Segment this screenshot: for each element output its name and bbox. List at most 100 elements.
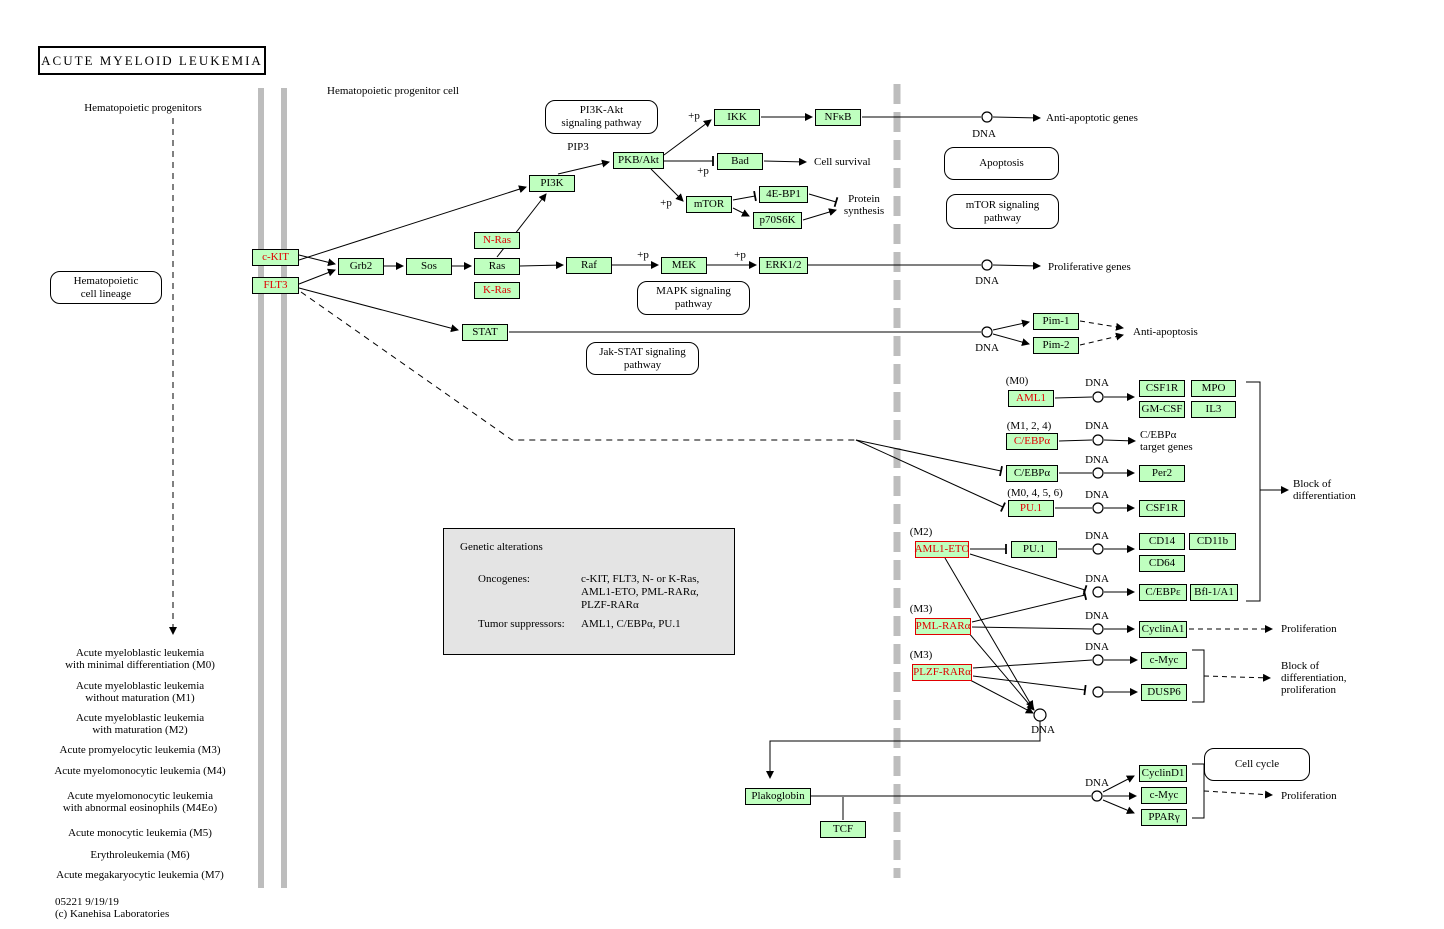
gene-k-ras[interactable]: K-Ras xyxy=(474,282,520,299)
gene-cd14[interactable]: CD14 xyxy=(1139,533,1185,550)
gene-cebpa[interactable]: C/EBPα xyxy=(1006,465,1058,482)
gene-cebpa-mut[interactable]: C/EBPα xyxy=(1006,433,1058,450)
gene-pi3k[interactable]: PI3K xyxy=(529,175,575,192)
label-proliferative-genes: Proliferative genes xyxy=(1048,260,1131,273)
leukemia-m3: Acute promyelocytic leukemia (M3) xyxy=(59,743,221,756)
gene-mpo[interactable]: MPO xyxy=(1191,380,1236,397)
oncogenes-label: Oncogenes: xyxy=(478,573,530,585)
gene-ikk[interactable]: IKK xyxy=(714,109,760,126)
gene-c-kit[interactable]: c-KIT xyxy=(252,249,299,266)
leukemia-m6: Erythroleukemia (M6) xyxy=(90,848,190,861)
leukemia-m0: Acute myeloblastic leukemia with minimal… xyxy=(65,646,215,671)
gene-csf1r[interactable]: CSF1R xyxy=(1139,380,1185,397)
label-dna-big: DNA xyxy=(1031,723,1055,736)
edge-lines xyxy=(169,113,1289,820)
label-proliferation-bottom: Proliferation xyxy=(1281,789,1337,802)
pathway-mtor[interactable]: mTOR signaling pathway xyxy=(946,194,1059,229)
gene-cd11b[interactable]: CD11b xyxy=(1189,533,1236,550)
gene-pu1-2[interactable]: PU.1 xyxy=(1011,541,1057,558)
label-progenitor-cell: Hematopoietic progenitor cell xyxy=(327,84,459,97)
leukemia-m4: Acute myelomonocytic leukemia (M4) xyxy=(54,764,226,777)
gene-raf[interactable]: Raf xyxy=(566,257,612,274)
label-m0: (M0) xyxy=(1005,374,1029,387)
tumor-suppressors-label: Tumor suppressors: xyxy=(478,618,565,630)
label-protein-synthesis: Protein synthesis xyxy=(843,192,885,217)
gene-nfkb[interactable]: NFκB xyxy=(815,109,861,126)
leukemia-m2: Acute myeloblastic leukemia with maturat… xyxy=(75,711,205,736)
copyright: (c) Kanehisa Laboratories xyxy=(55,908,170,920)
gene-cyclind1[interactable]: CyclinD1 xyxy=(1139,765,1187,782)
label-plus-p-bad: +p xyxy=(697,164,709,177)
pathway-apoptosis[interactable]: Apoptosis xyxy=(944,147,1059,180)
label-anti-apoptotic-genes: Anti-apoptotic genes xyxy=(1046,111,1138,124)
gene-sos[interactable]: Sos xyxy=(406,258,452,275)
label-dna-cebpa-mut: DNA xyxy=(1085,419,1109,432)
label-proliferation-cyclina1: Proliferation xyxy=(1281,622,1337,635)
gene-il3[interactable]: IL3 xyxy=(1191,401,1236,418)
pathway-jak-stat[interactable]: Jak-STAT signaling pathway xyxy=(586,342,699,375)
gene-erk12[interactable]: ERK1/2 xyxy=(759,257,808,274)
gene-4e-bp1[interactable]: 4E-BP1 xyxy=(759,186,808,203)
gene-c-myc-2[interactable]: c-Myc xyxy=(1141,787,1187,804)
gene-bad[interactable]: Bad xyxy=(717,153,763,170)
gene-mek[interactable]: MEK xyxy=(661,257,707,274)
label-dna-pu1: DNA xyxy=(1085,529,1109,542)
map-id: 05221 9/19/19 xyxy=(55,896,119,908)
cell-membrane xyxy=(258,88,287,888)
label-dna-cebpa: DNA xyxy=(1085,453,1109,466)
gene-pkb-akt[interactable]: PKB/Akt xyxy=(613,152,664,169)
gene-stat[interactable]: STAT xyxy=(462,324,508,341)
gene-c-myc[interactable]: c-Myc xyxy=(1141,652,1187,669)
label-dna-pu1-mut: DNA xyxy=(1085,488,1109,501)
label-block-of-differentiation: Block of differentiation xyxy=(1293,477,1356,502)
label-dna-erk: DNA xyxy=(975,274,999,287)
label-hematopoietic-progenitors: Hematopoietic progenitors xyxy=(84,101,202,114)
label-dna-cmyc: DNA xyxy=(1085,640,1109,653)
label-plus-p-mtor: +p xyxy=(660,196,672,209)
pathway-hematopoietic-lineage[interactable]: Hematopoietic cell lineage xyxy=(50,271,162,304)
gene-plakoglobin[interactable]: Plakoglobin xyxy=(745,788,811,805)
gene-flt3[interactable]: FLT3 xyxy=(252,277,299,294)
gene-tcf[interactable]: TCF xyxy=(820,821,866,838)
gene-cebpe[interactable]: C/EBPε xyxy=(1139,584,1187,601)
gene-pml-rara[interactable]: PML-RARα xyxy=(915,618,971,635)
gene-mtor[interactable]: mTOR xyxy=(686,196,732,213)
pathway-cell-cycle[interactable]: Cell cycle xyxy=(1204,748,1310,781)
gene-pim-2[interactable]: Pim-2 xyxy=(1033,337,1079,354)
gene-cd64[interactable]: CD64 xyxy=(1139,555,1185,572)
gene-gm-csf[interactable]: GM-CSF xyxy=(1139,401,1185,418)
gene-bfl1-a1[interactable]: Bfl-1/A1 xyxy=(1190,584,1238,601)
genetic-alterations-heading: Genetic alterations xyxy=(460,541,543,553)
gene-grb2[interactable]: Grb2 xyxy=(338,258,384,275)
tumor-suppressors-list: AML1, C/EBPα, PU.1 xyxy=(581,618,681,630)
pathway-title-box: ACUTE MYELOID LEUKEMIA xyxy=(38,46,266,75)
pathway-mapk[interactable]: MAPK signaling pathway xyxy=(637,281,750,315)
gene-pu1-mut[interactable]: PU.1 xyxy=(1008,500,1054,517)
label-cebpa-target-genes: C/EBPα target genes xyxy=(1140,428,1193,453)
gene-aml1-eto[interactable]: AML1-ETO xyxy=(915,541,969,558)
label-m0456: (M0, 4, 5, 6) xyxy=(1007,486,1063,499)
gene-dusp6[interactable]: DUSP6 xyxy=(1141,684,1187,701)
gene-per2[interactable]: Per2 xyxy=(1139,465,1185,482)
pathway-pi3k-akt[interactable]: PI3K-Akt signaling pathway xyxy=(545,100,658,134)
gene-csf1r-2[interactable]: CSF1R xyxy=(1139,500,1185,517)
gene-plzf-rara[interactable]: PLZF-RARα xyxy=(912,664,972,681)
gene-p70s6k[interactable]: p70S6K xyxy=(753,212,802,229)
gene-aml1[interactable]: AML1 xyxy=(1008,390,1054,407)
gene-pparg[interactable]: PPARγ xyxy=(1141,809,1187,826)
label-pip3: PIP3 xyxy=(567,140,589,153)
gene-pim-1[interactable]: Pim-1 xyxy=(1033,313,1079,330)
gene-cyclina1[interactable]: CyclinA1 xyxy=(1139,621,1187,638)
label-dna-bottom: DNA xyxy=(1085,776,1109,789)
label-block-diff-proliferation: Block of differentiation, proliferation xyxy=(1281,659,1347,697)
label-anti-apoptosis: Anti-apoptosis xyxy=(1133,325,1198,338)
label-dna-stat: DNA xyxy=(975,341,999,354)
label-dna-aml1: DNA xyxy=(1085,376,1109,389)
label-dna-cebpe: DNA xyxy=(1085,572,1109,585)
genetic-alterations-box: Genetic alterations Oncogenes: c-KIT, FL… xyxy=(443,528,735,655)
label-m3-pml: (M3) xyxy=(909,602,933,615)
gene-n-ras[interactable]: N-Ras xyxy=(474,232,520,249)
gene-ras[interactable]: Ras xyxy=(474,258,520,275)
